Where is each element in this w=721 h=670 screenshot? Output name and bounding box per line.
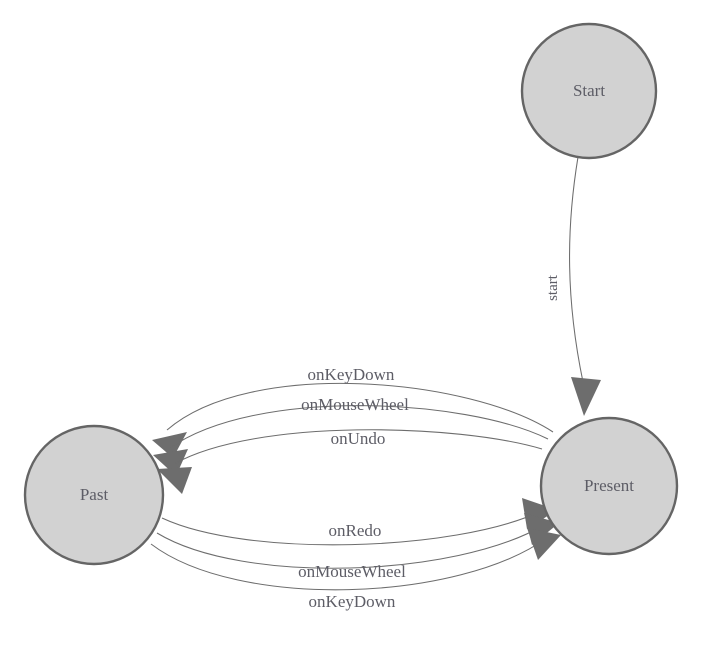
node-past-label: Past <box>80 485 109 504</box>
edge-present-to-past-onmousewheel[interactable]: onMouseWheel <box>153 395 549 476</box>
node-present[interactable]: Present <box>539 416 679 556</box>
arrowhead-icon <box>152 432 187 458</box>
node-start-circle <box>520 22 658 160</box>
edge-line <box>156 524 545 569</box>
edge-present-to-past-onundo[interactable]: onUndo <box>157 429 543 494</box>
edge-label-start: start <box>545 274 561 301</box>
edge-start-to-present[interactable]: start <box>545 156 601 416</box>
edge-present-to-past-onkeydown[interactable]: onKeyDown <box>152 365 554 458</box>
edge-line <box>173 429 543 465</box>
node-start-label: Start <box>573 81 605 100</box>
node-start[interactable]: Start <box>520 22 658 160</box>
edge-label-onmousewheel-bottom: onMouseWheel <box>298 562 406 581</box>
edge-label-onredo: onRedo <box>329 521 382 540</box>
node-past[interactable]: Past <box>23 424 165 566</box>
edge-line <box>161 511 540 546</box>
arrowhead-icon <box>153 449 188 476</box>
edge-label-onkeydown-top: onKeyDown <box>308 365 395 384</box>
edge-line <box>569 156 584 383</box>
edge-past-to-present-onredo[interactable]: onRedo <box>161 498 557 546</box>
node-past-circle <box>23 424 165 566</box>
edge-past-to-present-onkeydown[interactable]: onKeyDown <box>150 528 561 611</box>
edge-label-onmousewheel-top: onMouseWheel <box>301 395 409 414</box>
edge-line <box>166 382 554 433</box>
edge-line <box>169 405 549 449</box>
node-present-label: Present <box>584 476 634 495</box>
edge-line <box>150 536 549 591</box>
edge-label-onundo: onUndo <box>331 429 386 448</box>
edge-label-onkeydown-bottom: onKeyDown <box>309 592 396 611</box>
arrowhead-icon <box>527 528 561 560</box>
arrowhead-icon <box>571 377 601 416</box>
arrowhead-icon <box>157 467 192 494</box>
node-present-circle <box>539 416 679 556</box>
